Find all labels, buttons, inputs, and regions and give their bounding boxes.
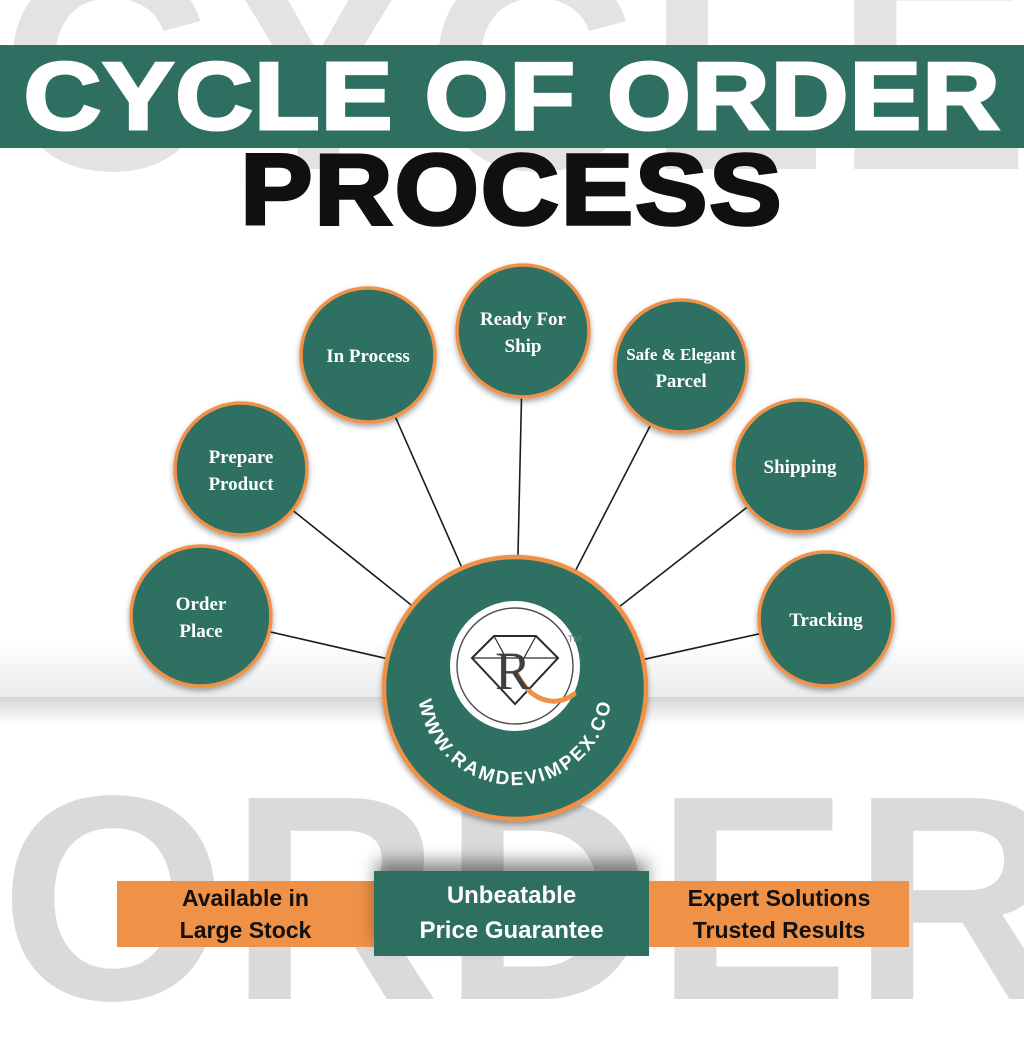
node-circle [129, 544, 273, 688]
header-banner: CYCLE OF ORDER [0, 41, 1024, 151]
node-in-process: In Process [299, 286, 437, 424]
node-label: Shipping [764, 457, 837, 478]
node-label: Ready For [480, 309, 567, 330]
diamond-logo-icon: R [470, 635, 577, 706]
footer-banner-line: Available in [182, 884, 309, 911]
node-circle [757, 550, 895, 688]
node-circle [173, 401, 309, 537]
node-label: Prepare [209, 447, 274, 468]
node-circle [613, 298, 749, 434]
order-process-diagram: Order Place Prepare Product In Process R… [129, 263, 895, 822]
node-ready-for-ship: Ready For Ship [455, 263, 591, 399]
node-label: In Process [326, 346, 410, 367]
footer-banner-line: Unbeatable [446, 881, 577, 909]
node-label: Order [176, 594, 227, 615]
node-circle [732, 398, 868, 534]
page-title-line2: PROCESS [238, 134, 784, 246]
logo-letter: R [495, 641, 531, 701]
footer-banner-line: Expert Solutions [687, 884, 871, 911]
center-hub: R TM WWW.RAMDEVIMPEX.CO [381, 554, 649, 822]
trademark-label: TM [568, 634, 581, 644]
footer-banner-line: Large Stock [179, 917, 312, 943]
node-circle [455, 263, 591, 399]
footer-banner-stock: Available in Large Stock [117, 881, 374, 947]
node-label: Ship [505, 336, 542, 357]
footer-banner-line: Trusted Results [692, 917, 866, 943]
node-label: Parcel [655, 371, 706, 392]
node-shipping: Shipping [732, 398, 868, 534]
node-order-place: Order Place [129, 544, 273, 688]
node-prepare-product: Prepare Product [173, 401, 309, 537]
node-circle [299, 286, 437, 424]
node-label: Product [208, 474, 274, 495]
logo-ring [456, 607, 574, 725]
node-label: Safe & Elegant [626, 345, 736, 364]
node-label: Place [179, 621, 222, 642]
footer-banner-expert: Expert Solutions Trusted Results [649, 881, 909, 947]
node-tracking: Tracking [757, 550, 895, 688]
node-safe-elegant-parcel: Safe & Elegant Parcel [613, 298, 749, 434]
footer-banner-line: Price Guarantee [419, 916, 604, 944]
node-label: Tracking [789, 610, 863, 631]
page-title-line1: CYCLE OF ORDER [22, 41, 1002, 151]
footer-banner-price: Unbeatable Price Guarantee [374, 871, 649, 956]
